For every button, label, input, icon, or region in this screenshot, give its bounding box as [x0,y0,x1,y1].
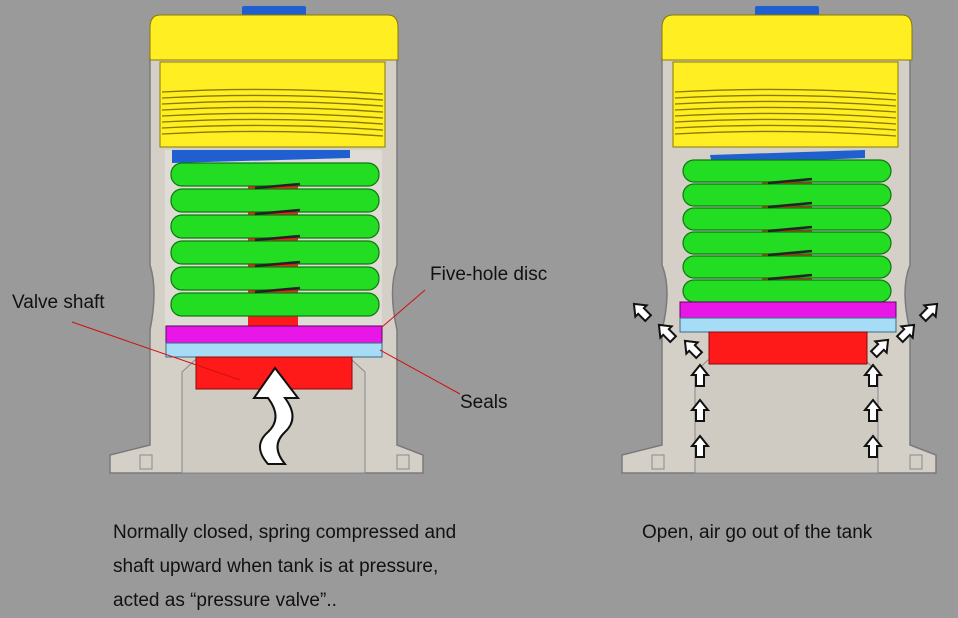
caption-closed-line: acted as “pressure valve”.. [113,590,337,611]
up-arrow-icon [689,363,711,387]
spring-seat [172,150,350,163]
caption-closed-line: shaft upward when tank is at pressure, [113,556,439,577]
up-arrow-icon [862,398,884,422]
label-valve-shaft: Valve shaft [12,292,105,313]
up-arrow-icon [632,302,653,323]
closed-valve [71,6,461,474]
up-arrow-icon [657,323,678,344]
up-arrow-icon [869,338,890,359]
shaft-head [708,331,868,365]
seals [679,317,897,333]
up-arrow-icon [689,434,711,458]
spring [682,159,892,303]
up-arrow-icon [683,339,704,360]
label-seals: Seals [460,392,508,413]
five-hole-disc [165,325,383,344]
spring [170,162,380,317]
open-valve [621,6,939,474]
airflow-arrows [632,302,939,458]
yellow-cap [149,6,399,148]
caption-closed: Normally closed, spring compressed and s… [113,516,456,618]
leader-lines [71,289,461,395]
five-hole-disc [679,301,897,319]
wavy-up-arrow-icon [252,366,301,465]
up-arrow-icon [689,398,711,422]
caption-open: Open, air go out of the tank [642,522,873,543]
up-arrow-icon [918,302,939,323]
yellow-cap [661,6,913,148]
up-arrow-icon [862,363,884,387]
up-arrow-icon [895,323,916,344]
up-arrow-icon [862,434,884,458]
label-five-hole-disc: Five-hole disc [430,264,548,285]
caption-closed-line: Normally closed, spring compressed and [113,522,457,543]
seals [165,342,383,358]
